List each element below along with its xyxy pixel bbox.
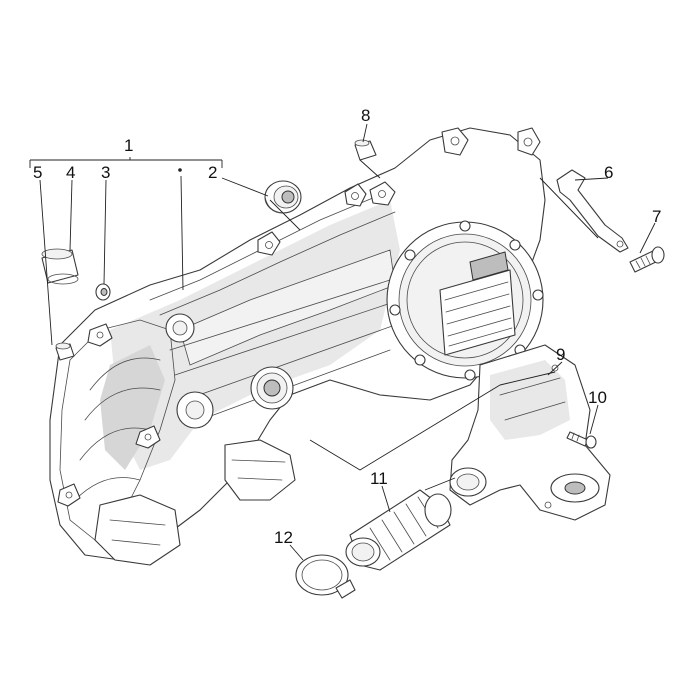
callout-7: 7 [652, 207, 661, 226]
small-bush-part-3[interactable] [95, 283, 111, 301]
bolt-part-7[interactable] [629, 246, 665, 273]
callouts: 1 2 3 4 5 6 7 8 9 10 11 12 [33, 106, 661, 547]
cover-bolts [389, 220, 544, 381]
callout-12: 12 [274, 528, 293, 547]
callout-1: 1 [124, 136, 133, 155]
transmission-cover[interactable] [49, 127, 546, 566]
callout-3: 3 [101, 163, 110, 182]
callout-4: 4 [66, 163, 75, 182]
callout-10: 10 [588, 388, 607, 407]
bushing-part-4[interactable] [41, 248, 79, 285]
dowel-part-5[interactable] [55, 342, 75, 361]
hose-clamp-part-12[interactable] [295, 554, 356, 599]
callout-5: 5 [33, 163, 42, 182]
callout-9: 9 [556, 345, 565, 364]
screw-part-10[interactable] [566, 431, 597, 449]
callout-2: 2 [208, 163, 217, 182]
callout-8: 8 [361, 106, 370, 125]
bearing-part-2[interactable] [264, 180, 302, 214]
leader-lines [29, 123, 656, 561]
callout-6: 6 [604, 163, 613, 182]
dowel-part-8[interactable] [354, 139, 377, 161]
bellows-hose-part-11[interactable] [345, 489, 452, 571]
bracket-part-6[interactable] [556, 169, 629, 253]
air-duct-part-9[interactable] [449, 344, 611, 521]
callout-11: 11 [370, 469, 388, 488]
